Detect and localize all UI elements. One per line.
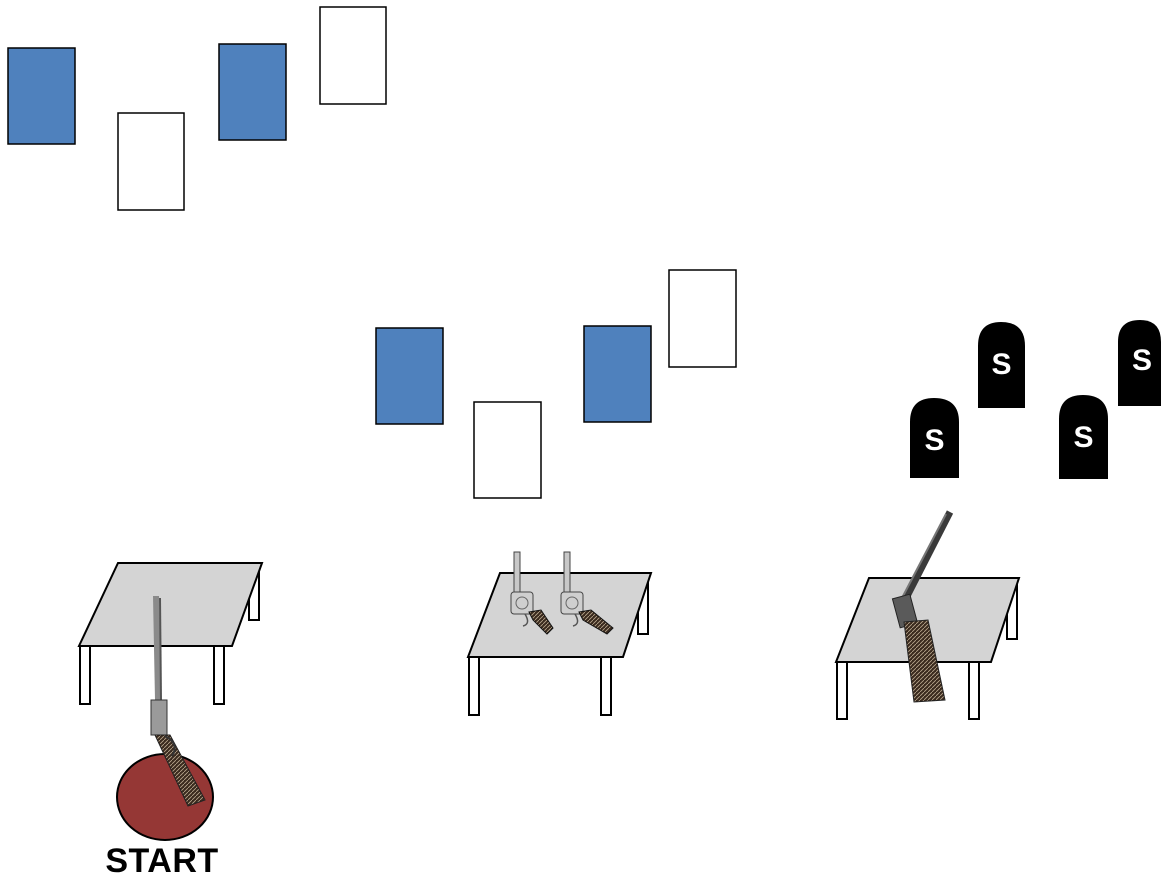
stage3-steel-plates: S S S S (910, 320, 1161, 479)
paper-target (583, 325, 652, 423)
steel-plate: S (1059, 395, 1108, 479)
stage1-targets (7, 6, 387, 211)
svg-text:S: S (1132, 344, 1152, 377)
svg-text:S: S (991, 348, 1011, 381)
paper-target (668, 269, 737, 368)
paper-target (473, 401, 542, 499)
shotgun-icon (891, 510, 954, 703)
steel-plate: S (978, 322, 1025, 408)
paper-target (319, 6, 387, 105)
start-label: START (105, 842, 219, 880)
paper-target (218, 43, 287, 141)
revolver-icon (560, 551, 614, 635)
revolver-icon (510, 551, 554, 635)
rifle-icon (150, 595, 206, 807)
svg-text:S: S (924, 424, 944, 457)
table-stage2 (466, 572, 653, 716)
paper-target (117, 112, 185, 211)
paper-target (375, 327, 444, 425)
steel-plate: S (910, 398, 959, 478)
stage2-targets (375, 269, 737, 499)
paper-target (7, 47, 76, 145)
table-stage1 (77, 562, 264, 705)
svg-text:S: S (1073, 421, 1093, 454)
steel-plate: S (1118, 320, 1161, 406)
